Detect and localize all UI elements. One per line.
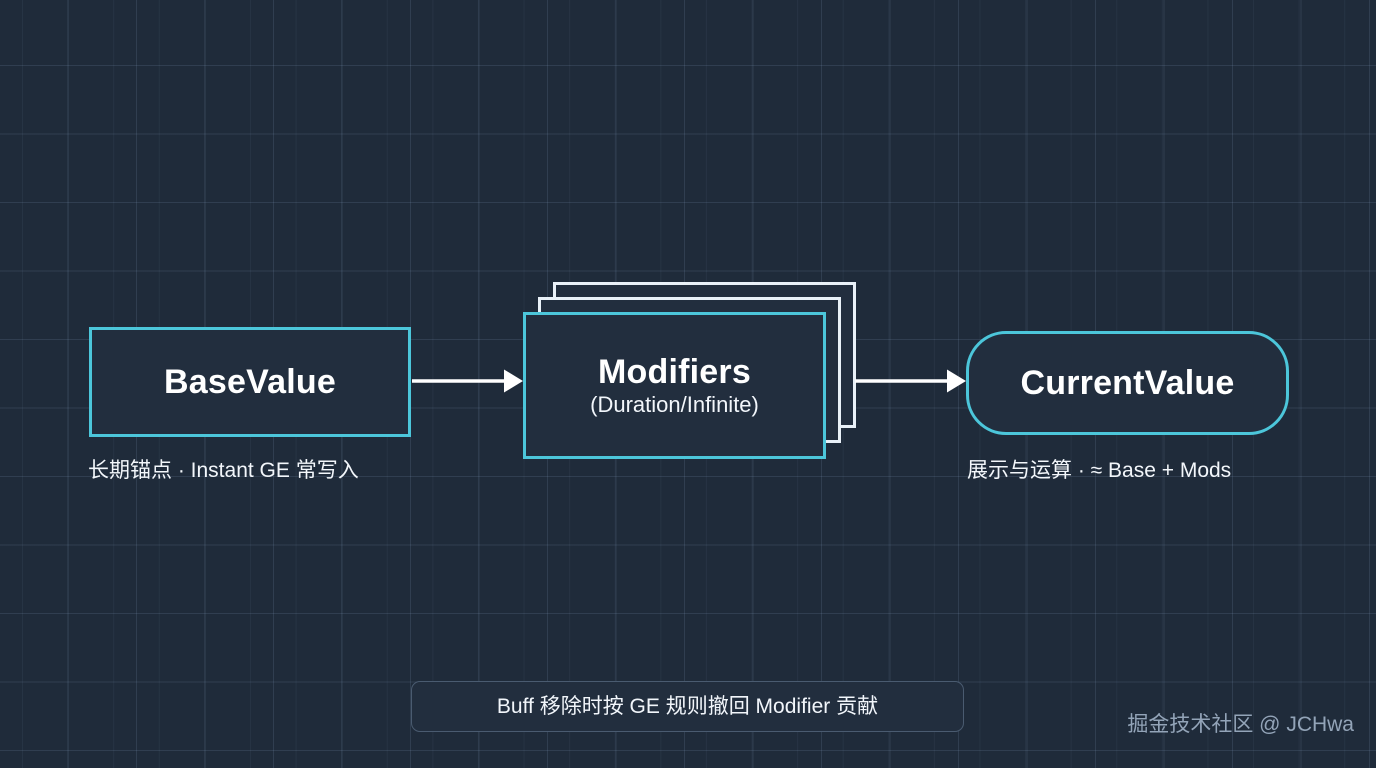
node-modifiers-title: Modifiers	[598, 352, 751, 391]
node-current-value-title: CurrentValue	[1020, 363, 1235, 402]
node-base-value[interactable]: BaseValue	[89, 327, 411, 437]
node-base-value-title: BaseValue	[164, 362, 336, 401]
node-current-value-caption: 展示与运算 · ≈ Base + Mods	[967, 459, 1232, 482]
node-current-value[interactable]: CurrentValue	[966, 331, 1289, 435]
arrow-modifiers-to-current	[855, 369, 966, 393]
footnote-text: Buff 移除时按 GE 规则撤回 Modifier 贡献	[496, 695, 879, 718]
watermark: 掘金技术社区 @ JCHwa	[1127, 713, 1354, 736]
node-modifiers-front[interactable]: Modifiers (Duration/Infinite)	[523, 312, 826, 459]
node-base-value-caption: 长期锚点 · Instant GE 常写入	[88, 459, 359, 482]
node-modifiers-group[interactable]: Modifiers (Duration/Infinite)	[523, 282, 858, 460]
arrow-base-to-modifiers	[412, 369, 523, 393]
footnote-box: Buff 移除时按 GE 规则撤回 Modifier 贡献	[411, 681, 964, 732]
node-modifiers-subtitle: (Duration/Infinite)	[590, 391, 759, 417]
